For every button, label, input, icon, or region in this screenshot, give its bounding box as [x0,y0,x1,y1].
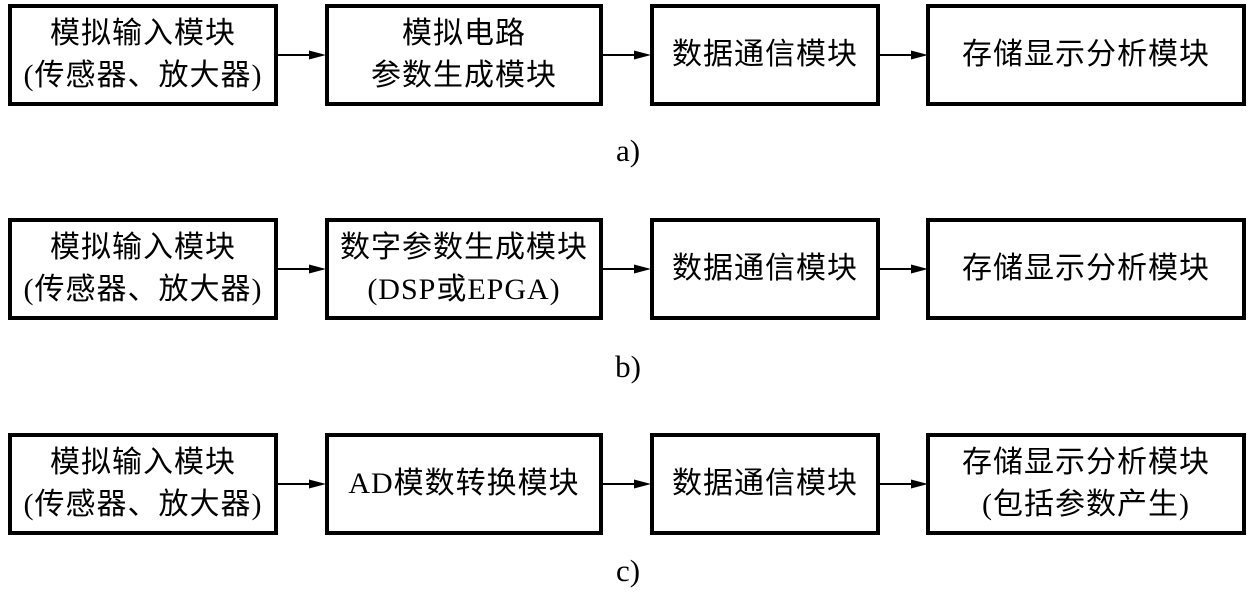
right-arrow-icon [603,261,651,277]
row-label-c: c) [615,553,641,588]
box-line: 存储显示分析模块 [962,446,1210,479]
box-b-digital-param-module: 数字参数生成模块 (DSP或EPGA) [325,218,603,320]
box-line: 数据通信模块 [672,38,858,71]
box-line: (包括参数产生) [982,488,1190,521]
box-line: 模拟输入模块 [50,231,236,264]
right-arrow-icon [278,47,326,63]
box-a-storage-display-analysis-module: 存储显示分析模块 [926,4,1246,106]
box-line: (传感器、放大器) [23,59,263,92]
right-arrow-icon [603,476,651,492]
box-line: (DSP或EPGA) [367,273,561,306]
box-c-storage-display-analysis-module: 存储显示分析模块 (包括参数产生) [926,433,1246,535]
row-label-b: b) [615,349,641,384]
box-line: 模拟输入模块 [50,17,236,50]
box-line: 数据通信模块 [672,252,858,285]
box-line: (传感器、放大器) [23,488,263,521]
box-c-ad-converter-module: AD模数转换模块 [325,433,603,535]
box-line: AD模数转换模块 [348,467,580,500]
box-line: 参数生成模块 [371,59,557,92]
box-a-analog-circuit-param-module: 模拟电路 参数生成模块 [325,4,603,106]
right-arrow-icon [880,47,928,63]
row-label-a: a) [615,133,641,168]
box-line: 模拟输入模块 [50,446,236,479]
right-arrow-icon [880,476,928,492]
box-line: 存储显示分析模块 [962,38,1210,71]
box-line: 数据通信模块 [672,467,858,500]
box-c-analog-input-module: 模拟输入模块 (传感器、放大器) [8,433,278,535]
right-arrow-icon [278,261,326,277]
box-line: 模拟电路 [402,17,526,50]
box-line: (传感器、放大器) [23,273,263,306]
box-a-analog-input-module: 模拟输入模块 (传感器、放大器) [8,4,278,106]
box-b-analog-input-module: 模拟输入模块 (传感器、放大器) [8,218,278,320]
box-b-storage-display-analysis-module: 存储显示分析模块 [926,218,1246,320]
right-arrow-icon [603,47,651,63]
right-arrow-icon [278,476,326,492]
box-c-data-comm-module: 数据通信模块 [650,433,880,535]
box-line: 存储显示分析模块 [962,252,1210,285]
right-arrow-icon [880,261,928,277]
box-a-data-comm-module: 数据通信模块 [650,4,880,106]
box-line: 数字参数生成模块 [340,231,588,264]
box-b-data-comm-module: 数据通信模块 [650,218,880,320]
